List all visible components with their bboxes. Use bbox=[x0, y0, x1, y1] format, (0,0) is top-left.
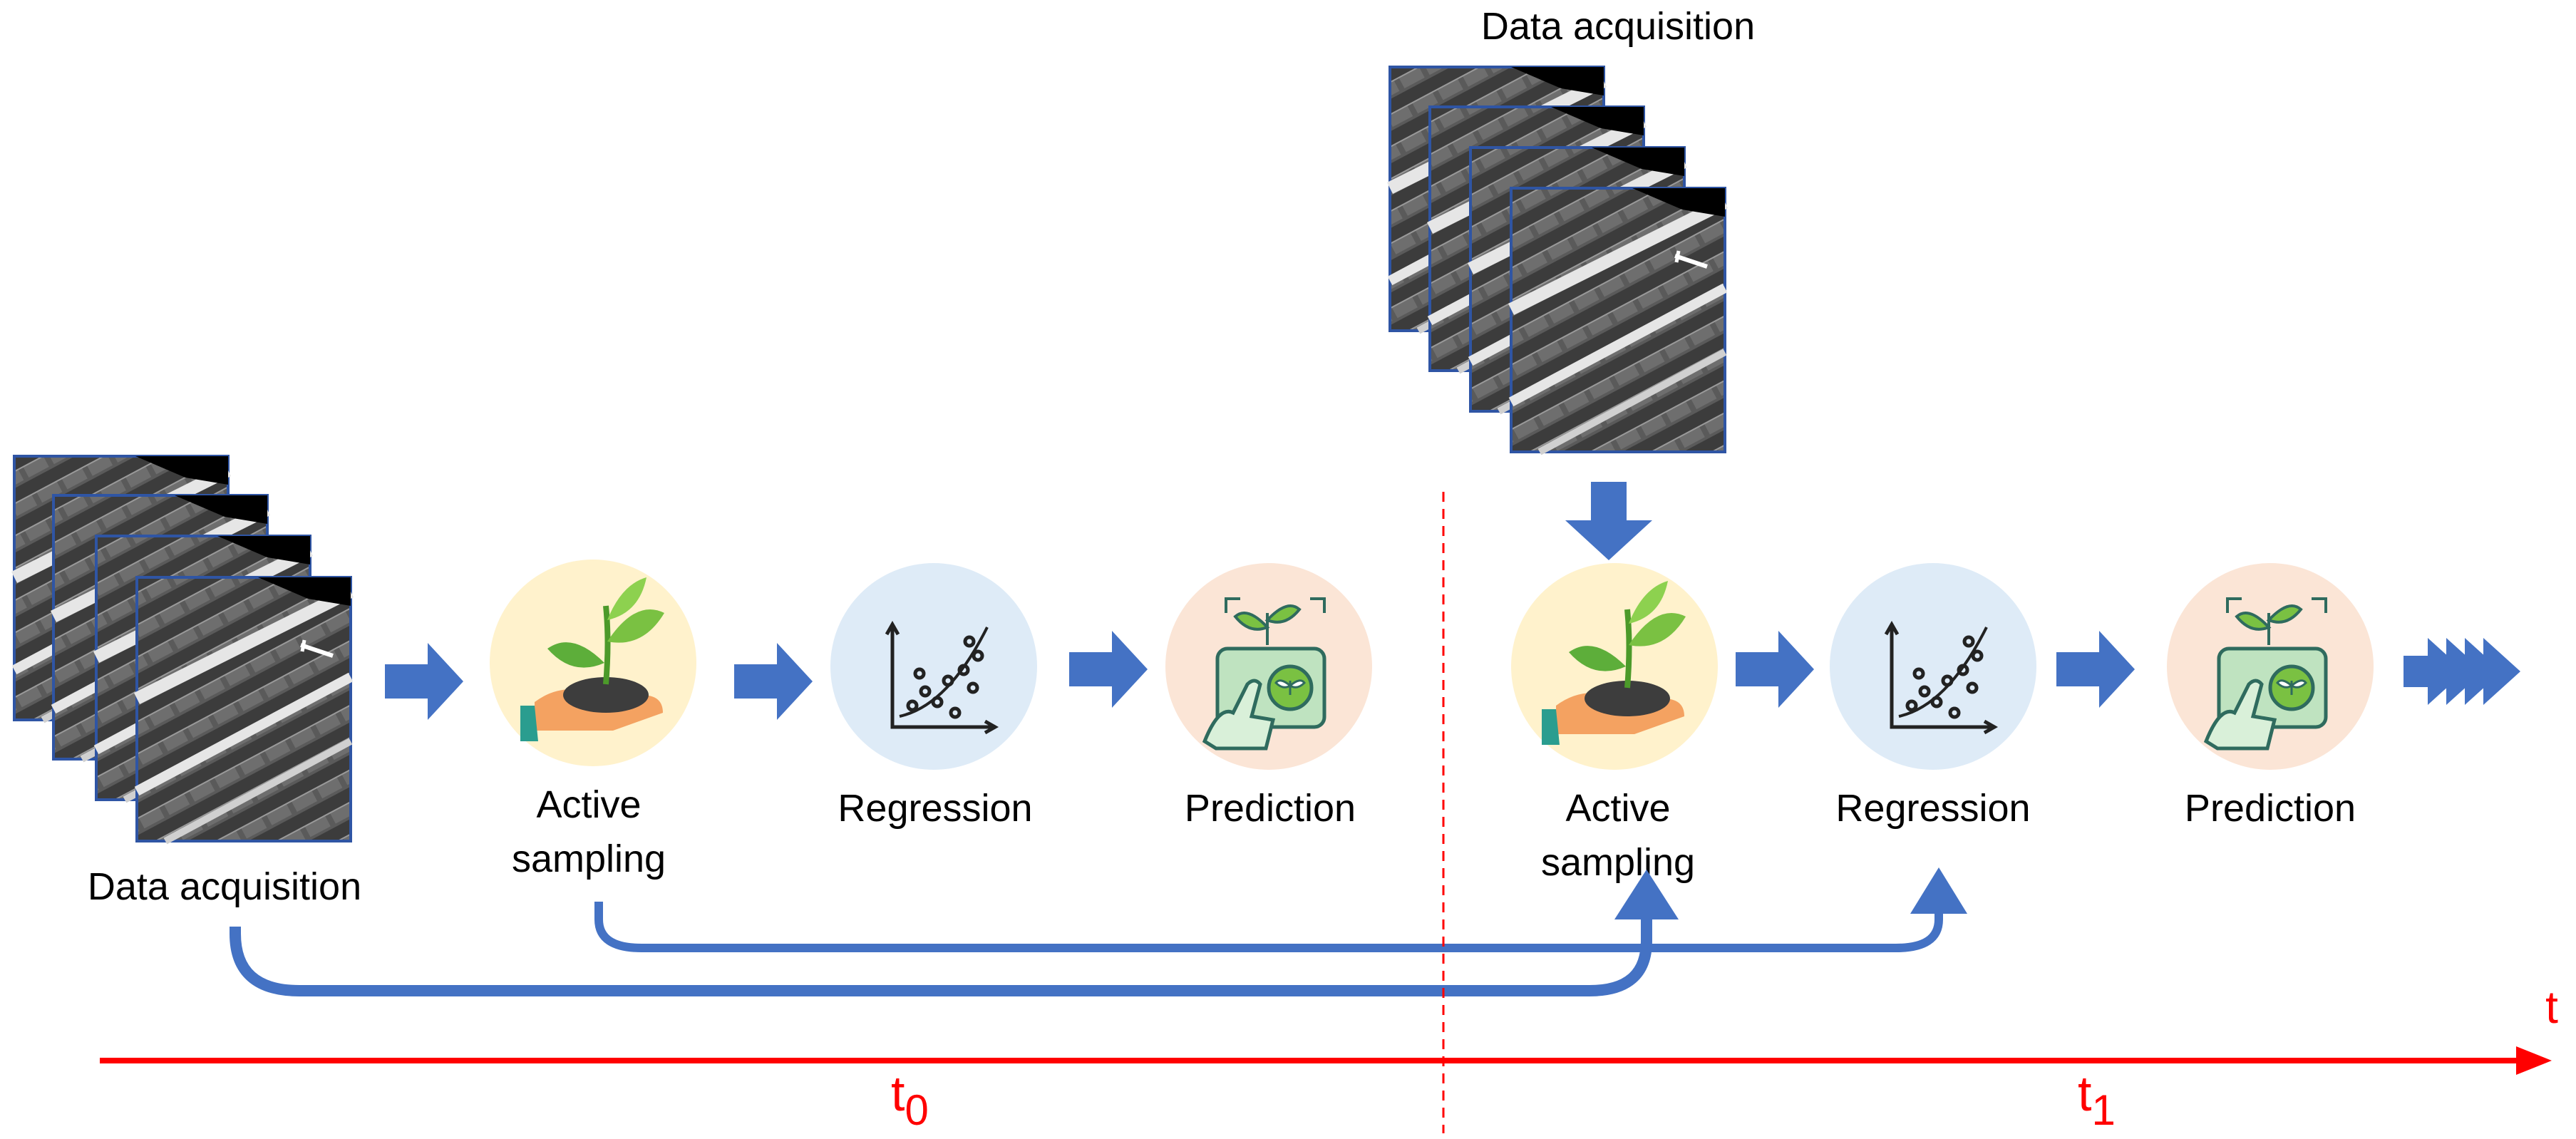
continuation-arrows-icon bbox=[2404, 638, 2520, 705]
plant-card-icon bbox=[2203, 597, 2328, 751]
prediction-node-t0 bbox=[1165, 563, 1372, 770]
feedback-arrows bbox=[230, 902, 1943, 996]
timeline-t1-label: t1 bbox=[2078, 1066, 2116, 1134]
right-arrow-icon bbox=[385, 643, 463, 720]
down-arrow-icon bbox=[1565, 482, 1652, 560]
up-arrow-icon bbox=[1614, 870, 1679, 919]
timeline-t0-label: t0 bbox=[891, 1066, 929, 1134]
right-arrow-icon bbox=[1069, 631, 1148, 708]
prediction-node-t1 bbox=[2167, 563, 2374, 770]
active-sampling-node-t1 bbox=[1511, 563, 1718, 770]
regression-label-t0: Regression bbox=[838, 787, 1032, 830]
data-acquisition-label-t0: Data acquisition bbox=[88, 865, 361, 908]
right-arrow-icon bbox=[2056, 631, 2135, 708]
feedback-arrow-acquisition-to-sampling bbox=[230, 916, 1652, 996]
hand-with-plant-icon bbox=[520, 577, 664, 741]
active-sampling-label-t0-line1: Active bbox=[536, 783, 641, 826]
scatter-regression-icon bbox=[1884, 620, 1999, 735]
right-arrow-icon bbox=[734, 643, 813, 720]
up-arrow-icon bbox=[1910, 867, 1967, 914]
timeline-axis-label: t bbox=[2545, 981, 2558, 1033]
active-sampling-label-t0-line2: sampling bbox=[512, 838, 666, 880]
prediction-label-t1: Prediction bbox=[2185, 787, 2356, 830]
active-sampling-label-t1-line2: sampling bbox=[1541, 841, 1695, 884]
data-acquisition-label-t1: Data acquisition bbox=[1481, 5, 1755, 48]
timeline-arrowhead-icon bbox=[2516, 1046, 2552, 1075]
regression-node-t1 bbox=[1830, 563, 2036, 770]
regression-label-t1: Regression bbox=[1835, 787, 2030, 830]
active-sampling-label-t1-line1: Active bbox=[1565, 787, 1670, 830]
right-arrow-icon bbox=[1736, 631, 1814, 708]
plant-card-icon bbox=[1202, 597, 1326, 751]
flow-arrows bbox=[385, 631, 2520, 720]
hand-with-plant-icon bbox=[1542, 581, 1686, 745]
scatter-regression-icon bbox=[885, 620, 999, 735]
timeline: t t0 t1 bbox=[100, 981, 2558, 1134]
active-sampling-node-t0 bbox=[490, 560, 696, 766]
regression-node-t0 bbox=[830, 563, 1037, 770]
data-acquisition-stack-t0 bbox=[14, 456, 351, 841]
feedback-arrow-sampling-to-regression bbox=[594, 902, 1943, 952]
data-acquisition-stack-t1 bbox=[1390, 67, 1725, 452]
prediction-label-t0: Prediction bbox=[1185, 787, 1356, 830]
